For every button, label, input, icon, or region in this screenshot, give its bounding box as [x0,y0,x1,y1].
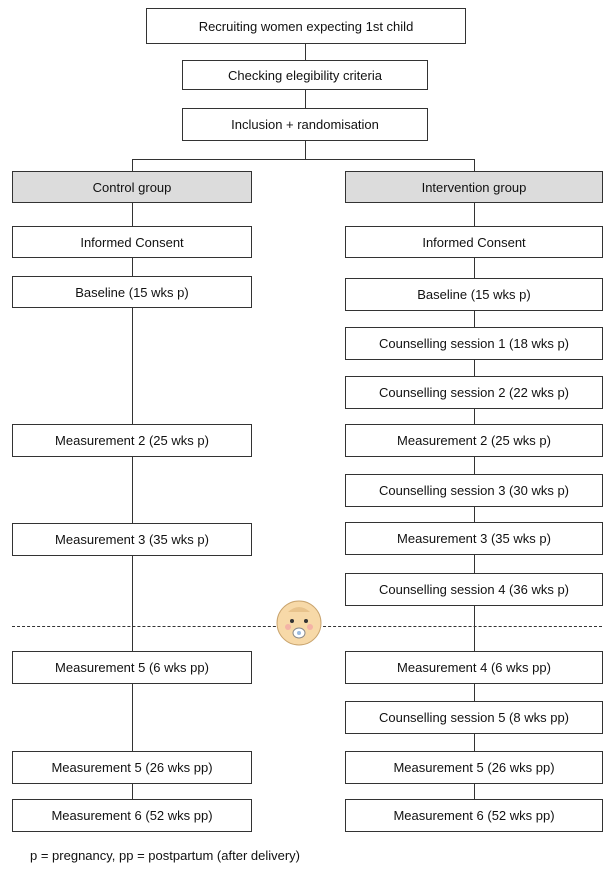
recruit-label: Recruiting women expecting 1st child [198,18,414,34]
control-step: Baseline (15 wks p) [12,276,252,308]
intervention-step: Baseline (15 wks p) [345,278,603,311]
connector-line [305,90,306,108]
intervention-step: Measurement 3 (35 wks p) [345,522,603,555]
connector-line [474,159,475,171]
inclusion-box: Inclusion + randomisation [182,108,428,141]
connector-line [305,44,306,60]
intervention-step: Measurement 6 (52 wks pp) [345,799,603,832]
eligibility-box: Checking elegibility criteria [182,60,428,90]
branch-line [132,159,474,160]
intervention-step: Measurement 5 (26 wks pp) [345,751,603,784]
control-step: Measurement 6 (52 wks pp) [12,799,252,832]
intervention-step: Informed Consent [345,226,603,258]
footnote: p = pregnancy, pp = postpartum (after de… [30,848,301,863]
connector-line [132,159,133,171]
intervention-step: Counselling session 4 (36 wks p) [345,573,603,606]
control-group-header: Control group [12,171,252,203]
control-timeline [132,201,133,807]
eligibility-label: Checking elegibility criteria [228,67,382,83]
connector-line [305,141,306,159]
recruit-box: Recruiting women expecting 1st child [146,8,466,44]
control-step: Measurement 2 (25 wks p) [12,424,252,457]
control-step: Measurement 5 (26 wks pp) [12,751,252,784]
control-step: Informed Consent [12,226,252,258]
control-step: Measurement 3 (35 wks p) [12,523,252,556]
intervention-step: Counselling session 3 (30 wks p) [345,474,603,507]
intervention-step: Counselling session 5 (8 wks pp) [345,701,603,734]
intervention-step: Counselling session 1 (18 wks p) [345,327,603,360]
intervention-step: Counselling session 2 (22 wks p) [345,376,603,409]
inclusion-label: Inclusion + randomisation [231,117,379,132]
intervention-group-header: Intervention group [345,171,603,203]
control-step: Measurement 5 (6 wks pp) [12,651,252,684]
baby-face-icon [276,600,322,646]
control-group-label: Control group [92,179,172,195]
intervention-group-label: Intervention group [421,179,527,195]
intervention-step: Measurement 4 (6 wks pp) [345,651,603,684]
intervention-step: Measurement 2 (25 wks p) [345,424,603,457]
